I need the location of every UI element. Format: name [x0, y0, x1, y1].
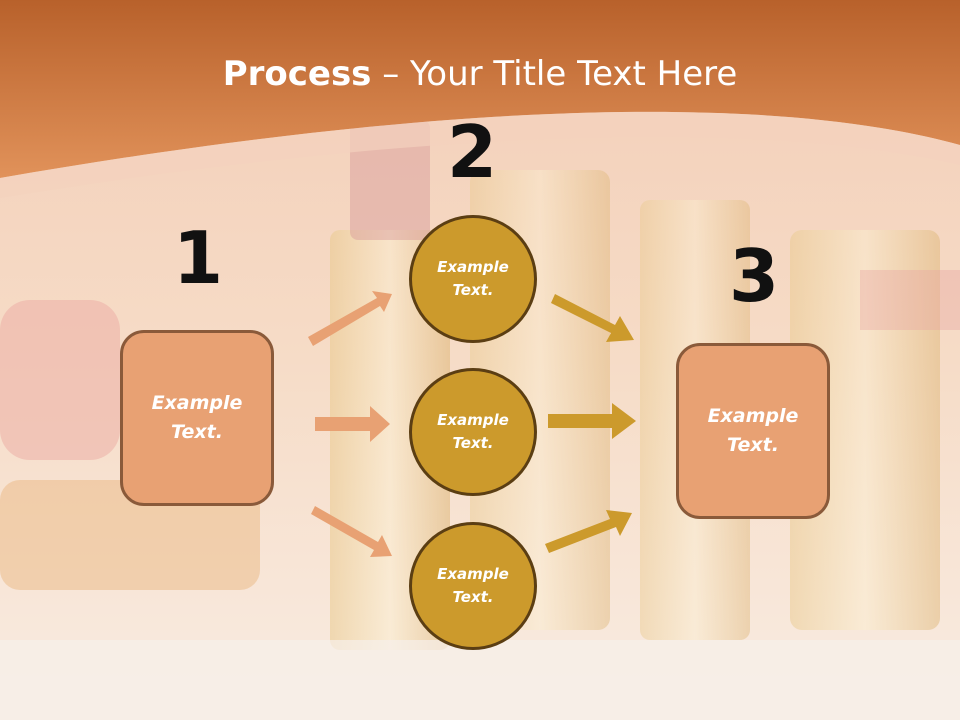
arrow-1-to-2b	[315, 406, 390, 442]
step-3-text: Example Text.	[707, 405, 799, 456]
step-2-circle-2-text: Example Text.	[437, 411, 509, 452]
step-2-circle-1: Example Text.	[409, 215, 537, 343]
step-1-box: Example Text.	[120, 330, 274, 506]
step-1-text: Example Text.	[151, 392, 243, 443]
arrow-2c-to-3	[545, 510, 632, 553]
step-2-circle-3: Example Text.	[409, 522, 537, 650]
step-2-circle-2: Example Text.	[409, 368, 537, 496]
step-2-circle-1-text: Example Text.	[437, 258, 509, 299]
slide-title: Process – Your Title Text Here	[0, 52, 960, 96]
step-2-circle-3-text: Example Text.	[437, 565, 509, 606]
title-rest: – Your Title Text Here	[371, 54, 738, 94]
step-3-number: 3	[728, 234, 780, 318]
arrow-1-to-2c	[311, 506, 392, 557]
step-2-number: 2	[446, 110, 498, 194]
arrow-1-to-2a	[308, 291, 392, 346]
arrow-2a-to-3	[551, 294, 634, 342]
step-1-number: 1	[172, 216, 224, 300]
title-bold: Process	[222, 54, 372, 94]
arrow-2b-to-3	[548, 403, 636, 439]
step-3-box: Example Text.	[676, 343, 830, 519]
